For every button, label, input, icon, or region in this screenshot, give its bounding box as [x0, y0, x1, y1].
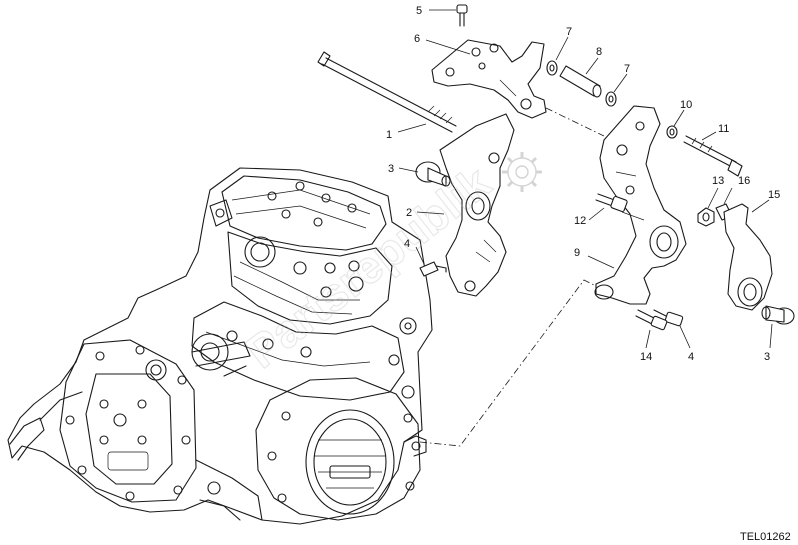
callout-3-lower: 3 [764, 351, 770, 363]
part-3-grommet-lower [761, 305, 795, 325]
callout-labels: 5 6 7 8 7 1 10 11 3 2 13 16 15 12 4 9 4 … [386, 5, 780, 363]
gear-icon [502, 152, 542, 192]
callout-4-left: 4 [404, 238, 410, 250]
part-4-screw-right [653, 309, 684, 327]
callout-1: 1 [386, 129, 392, 141]
part-9-rear-bracket [594, 105, 687, 305]
engine-assembly [7, 167, 433, 525]
part-3-grommet-upper [415, 161, 451, 187]
callout-3-upper: 3 [388, 163, 394, 175]
part-11-screw [683, 135, 743, 177]
callout-7-right: 7 [624, 63, 630, 75]
callout-16: 16 [738, 175, 750, 187]
part-10-washer [666, 125, 678, 139]
part-12-screw [595, 193, 628, 213]
callout-6: 6 [414, 33, 420, 45]
callout-4-right: 4 [688, 351, 694, 363]
part-2-footpeg-bracket [439, 113, 515, 297]
callout-15: 15 [768, 189, 780, 201]
callout-10: 10 [680, 99, 692, 111]
part-7-washer-left [546, 60, 558, 76]
part-4-screw-left [419, 261, 447, 277]
part-13-nut [697, 207, 715, 227]
part-8-spacer [559, 65, 602, 98]
part-14-screw [635, 309, 668, 331]
part-15-heel-guard [723, 203, 773, 311]
part-6-upper-bracket [431, 39, 547, 119]
callout-9: 9 [574, 247, 580, 259]
part-7-washer-right [605, 91, 617, 107]
assembly-line-upper [545, 107, 605, 137]
assembly-line-lower [419, 279, 597, 447]
callout-11: 11 [718, 123, 729, 135]
drawing-code: TEL01262 [740, 531, 791, 543]
callout-8: 8 [596, 46, 602, 58]
callout-7-left: 7 [566, 26, 572, 38]
part-5-screw [456, 4, 468, 27]
callout-14: 14 [640, 351, 652, 363]
part-1-long-bolt [317, 51, 457, 133]
callout-12: 12 [574, 215, 586, 227]
callout-5: 5 [416, 5, 422, 17]
leader-lines [397, 9, 773, 349]
callout-2: 2 [406, 207, 412, 219]
callout-13: 13 [712, 175, 724, 187]
